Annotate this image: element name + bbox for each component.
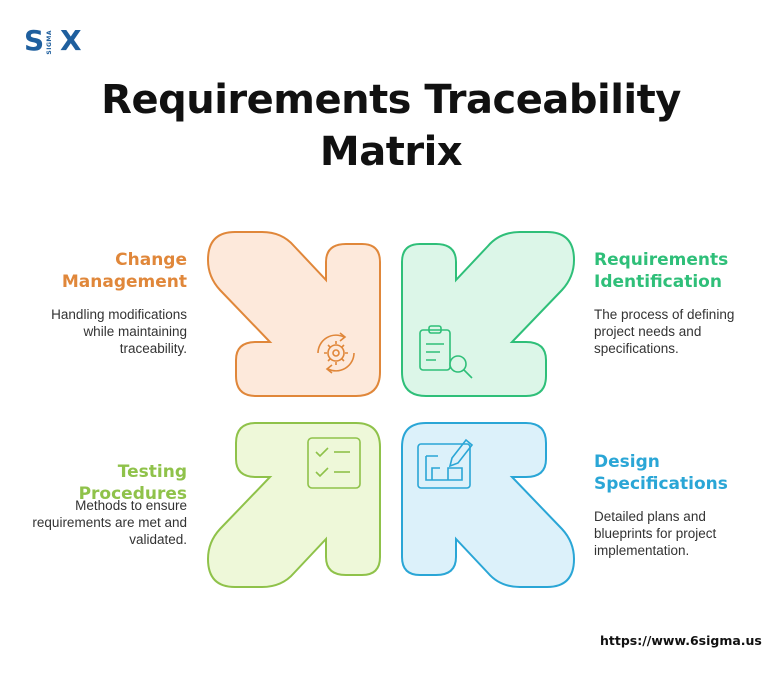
design-desc-line: blueprints for project	[594, 526, 717, 541]
requirements-identification-arrow	[401, 231, 576, 397]
gear-cycle-icon	[317, 332, 355, 374]
requirements-heading-line-1: Requirements	[594, 250, 729, 270]
change-desc-line: while maintaining	[83, 324, 187, 339]
design-specifications-heading: Design Specifications	[594, 451, 764, 495]
design-desc-line: implementation.	[594, 543, 690, 558]
design-arrow-shape	[401, 422, 576, 588]
title-line-1: Requirements Traceability	[101, 77, 681, 123]
design-heading-line-1: Design	[594, 452, 660, 472]
change-heading-line-2: Management	[61, 272, 187, 292]
checklist-icon	[307, 437, 361, 489]
change-management-heading: Change Management	[40, 249, 187, 293]
requirements-identification-description: The process of defining project needs an…	[594, 306, 764, 357]
change-heading-line-1: Change	[115, 250, 187, 270]
website-url[interactable]: https://www.6sigma.us	[600, 633, 762, 648]
change-arrow-shape	[206, 231, 381, 397]
change-management-arrow	[206, 231, 381, 397]
requirements-desc-line: The process of defining	[594, 307, 735, 322]
design-heading-line-2: Specifications	[594, 474, 728, 494]
requirements-desc-line: project needs and	[594, 324, 702, 339]
design-specifications-arrow	[401, 422, 576, 588]
change-management-description: Handling modifications while maintaining…	[20, 306, 187, 357]
title-line-2: Matrix	[319, 129, 463, 175]
requirements-identification-heading: Requirements Identification	[594, 249, 764, 293]
requirements-heading-line-2: Identification	[594, 272, 722, 292]
page-title: Requirements Traceability Matrix	[0, 74, 782, 178]
logo-letter-s: S	[24, 24, 45, 57]
design-desc-line: Detailed plans and	[594, 509, 706, 524]
testing-procedures-heading: Testing Procedures	[10, 461, 187, 505]
brand-logo: S SIGMA X	[24, 26, 84, 56]
design-specifications-description: Detailed plans and blueprints for projec…	[594, 508, 764, 559]
testing-desc-line: requirements are met and	[32, 515, 187, 530]
testing-procedures-arrow	[206, 422, 381, 588]
blueprint-pencil-icon	[417, 438, 474, 489]
testing-procedures-description: Methods to ensure requirements are met a…	[10, 497, 187, 548]
requirements-desc-line: specifications.	[594, 341, 679, 356]
change-desc-line: traceability.	[119, 341, 187, 356]
clipboard-search-icon	[419, 325, 473, 379]
testing-desc-line: Methods to ensure	[75, 498, 187, 513]
change-desc-line: Handling modifications	[51, 307, 187, 322]
requirements-arrow-shape	[401, 231, 576, 397]
testing-heading-line-1: Testing Procedures	[78, 462, 187, 504]
testing-desc-line: validated.	[129, 532, 187, 547]
logo-letter-x: X	[60, 24, 82, 57]
testing-arrow-shape	[206, 422, 381, 588]
